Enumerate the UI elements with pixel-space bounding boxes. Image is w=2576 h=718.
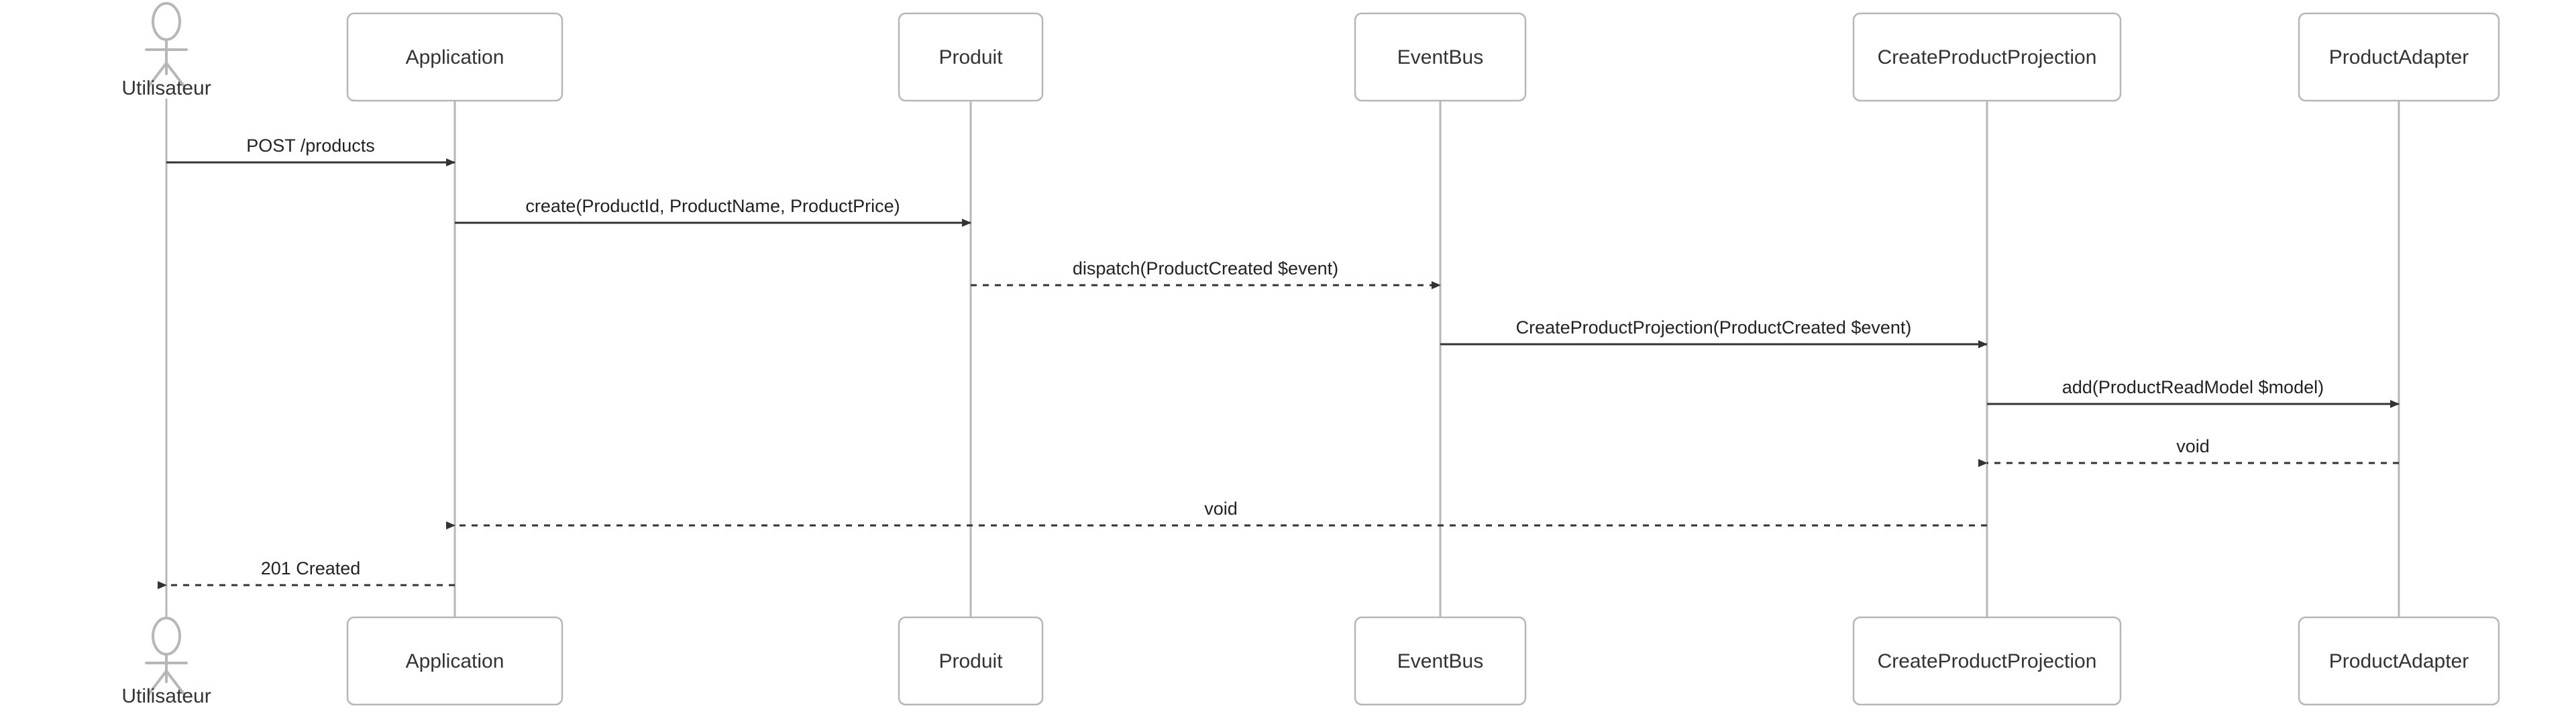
participant-label-createproductprojection: CreateProductProjection [1878,46,2097,68]
participant-box-eventbus[interactable] [1354,616,1527,706]
actor-figure-bottom-utilisateur: Utilisateur [121,617,211,707]
actor-leg-left-icon [148,670,168,695]
message-6[interactable]: void [1978,436,2399,467]
actor-leg-right-icon [165,62,185,87]
participant-label-productadapter: ProductAdapter [2329,46,2469,68]
message-7[interactable]: void [446,499,1987,529]
participant-label-application: Application [406,650,504,672]
message-label-6: void [2176,436,2210,456]
message-label-3: dispatch(ProductCreated $event) [1073,258,1338,278]
participant-top-application[interactable]: Application [346,12,564,102]
participant-label-productadapter: ProductAdapter [2329,650,2469,672]
lifelines-layer [165,99,2400,618]
participant-box-createproductprojection[interactable] [1852,616,2122,706]
participant-label-produit: Produit [938,46,1003,68]
message-label-8: 201 Created [261,558,361,578]
participant-label-produit: Produit [938,650,1003,672]
message-label-7: void [1204,499,1238,519]
participant-box-createproductprojection[interactable] [1852,12,2122,102]
participant-box-application[interactable] [346,12,564,102]
message-1[interactable]: POST /products [166,136,455,166]
participant-top-produit[interactable]: Produit [898,12,1044,102]
participant-bottom-createproductprojection[interactable]: CreateProductProjection [1852,616,2122,706]
participant-top-eventbus[interactable]: EventBus [1354,12,1527,102]
actor-label-utilisateur: Utilisateur [121,685,211,707]
message-5[interactable]: add(ProductReadModel $model) [1987,377,2400,408]
actor-leg-left-icon [148,62,168,87]
participant-label-application: Application [406,46,504,68]
participants-layer: UtilisateurUtilisateurApplicationApplica… [121,2,2500,707]
actor-figure-top-utilisateur: Utilisateur [121,2,211,99]
participant-top-productadapter[interactable]: ProductAdapter [2298,12,2500,102]
participant-box-productadapter[interactable] [2298,616,2500,706]
participant-bottom-productadapter[interactable]: ProductAdapter [2298,616,2500,706]
participant-label-eventbus: EventBus [1397,650,1483,672]
participant-bottom-application[interactable]: Application [346,616,564,706]
participant-label-createproductprojection: CreateProductProjection [1878,650,2097,672]
message-label-1: POST /products [246,136,375,156]
message-label-4: CreateProductProjection(ProductCreated $… [1516,317,1912,338]
participant-bottom-eventbus[interactable]: EventBus [1354,616,1527,706]
participant-box-eventbus[interactable] [1354,12,1527,102]
participant-top-createproductprojection[interactable]: CreateProductProjection [1852,12,2122,102]
participant-box-productadapter[interactable] [2298,12,2500,102]
messages-layer: POST /products create(ProductId, ProductN… [158,136,2400,589]
actor-leg-right-icon [165,670,185,695]
message-2[interactable]: create(ProductId, ProductName, ProductPr… [455,196,971,227]
message-label-2: create(ProductId, ProductName, ProductPr… [525,196,900,216]
participant-box-application[interactable] [346,616,564,706]
participant-label-eventbus: EventBus [1397,46,1483,68]
message-4[interactable]: CreateProductProjection(ProductCreated $… [1440,317,1988,348]
message-3[interactable]: dispatch(ProductCreated $event) [971,258,1441,289]
actor-label-utilisateur: Utilisateur [121,77,211,99]
actor-head-icon [152,2,181,41]
actor-head-icon [152,617,181,656]
message-8[interactable]: 201 Created [158,558,455,589]
participant-bottom-produit[interactable]: Produit [898,616,1044,706]
participant-box-produit[interactable] [898,616,1044,706]
participant-box-produit[interactable] [898,12,1044,102]
message-label-5: add(ProductReadModel $model) [2062,377,2324,397]
